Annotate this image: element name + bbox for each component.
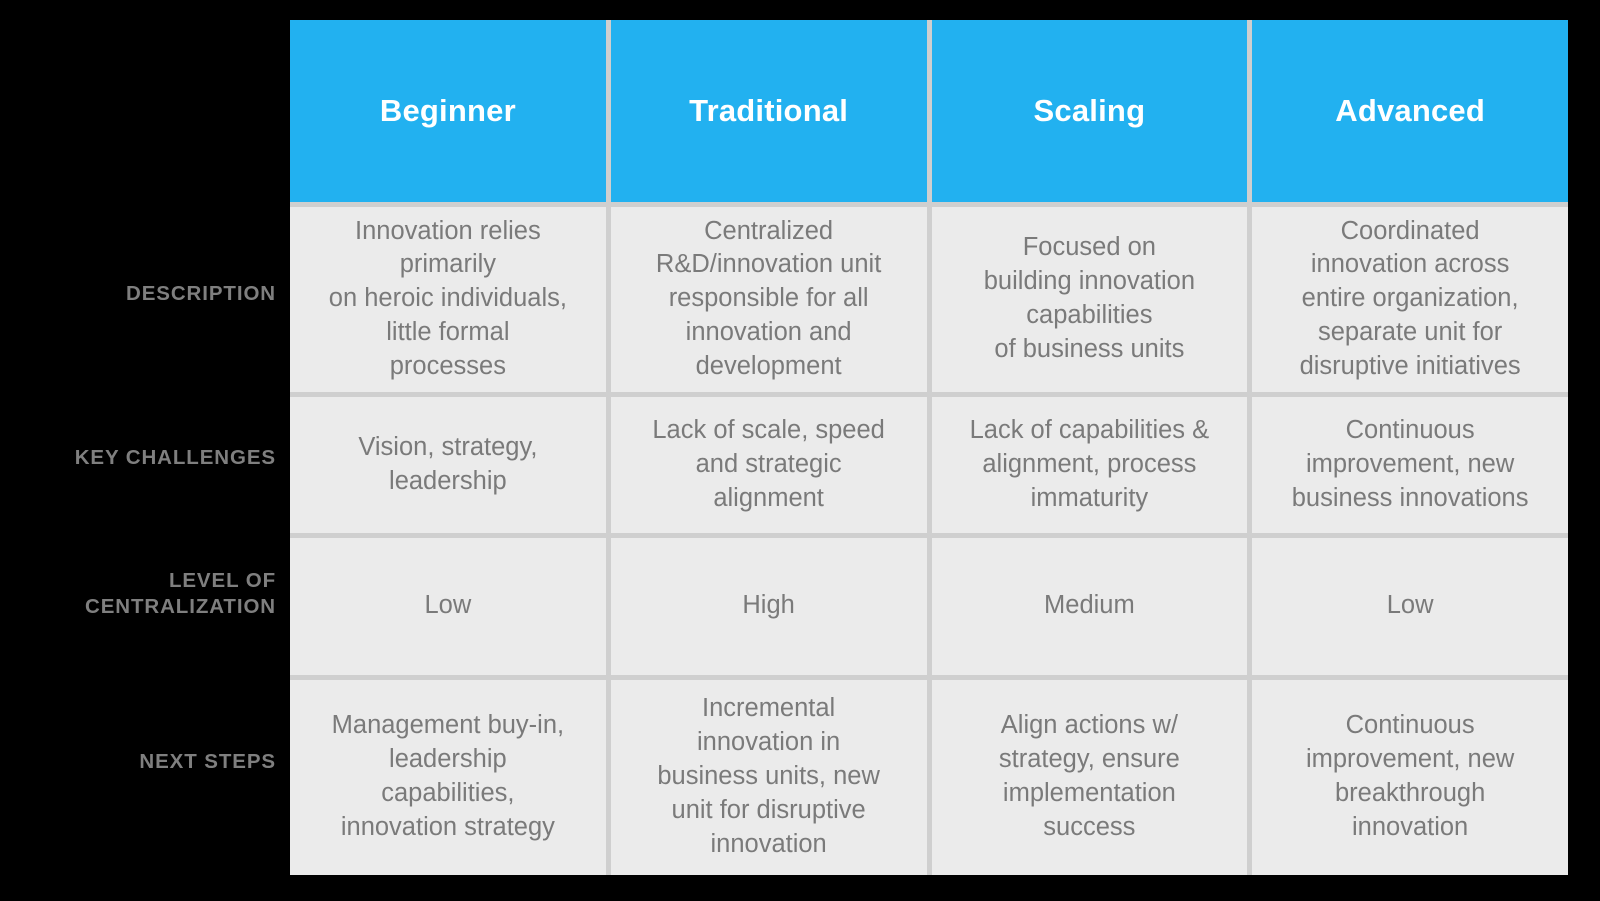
row-label-description: Description — [126, 282, 276, 305]
column-header-beginner[interactable]: Beginner — [290, 20, 606, 202]
cell-description-beginner: Innovation relies primarily on heroic in… — [290, 207, 606, 392]
cell-next-steps-beginner: Management buy-in, leadership capabiliti… — [290, 679, 606, 875]
cell-next-steps-traditional: Incremental innovation in business units… — [610, 679, 927, 875]
cell-level-of-centralization-traditional: High — [610, 537, 927, 675]
column-header-scaling[interactable]: Scaling — [931, 20, 1248, 202]
table-row: Innovation relies primarily on heroic in… — [290, 207, 1568, 392]
column-header-traditional[interactable]: Traditional — [610, 20, 927, 202]
table-row: Low High Medium Low — [290, 537, 1568, 675]
cell-level-of-centralization-scaling: Medium — [931, 537, 1248, 675]
cell-description-traditional: Centralized R&D/innovation unit responsi… — [610, 207, 927, 392]
column-header-advanced[interactable]: Advanced — [1252, 20, 1568, 202]
table-row: Vision, strategy, leadership Lack of sca… — [290, 396, 1568, 533]
cell-level-of-centralization-advanced: Low — [1252, 537, 1568, 675]
cell-key-challenges-traditional: Lack of scale, speed and strategic align… — [610, 396, 927, 533]
cell-key-challenges-scaling: Lack of capabilities & alignment, proces… — [931, 396, 1248, 533]
cell-description-advanced: Coordinated innovation across entire org… — [1252, 207, 1568, 392]
cell-next-steps-advanced: Continuous improvement, new breakthrough… — [1252, 679, 1568, 875]
row-label-key-challenges: Key Challenges — [74, 446, 276, 469]
matrix-table: Beginner Traditional Scaling Advanced In… — [290, 20, 1568, 875]
cell-description-scaling: Focused on building innovation capabilit… — [931, 207, 1248, 392]
table-header-row: Beginner Traditional Scaling Advanced — [290, 20, 1568, 202]
cell-next-steps-scaling: Align actions w/ strategy, ensure implem… — [931, 679, 1248, 875]
cell-key-challenges-advanced: Continuous improvement, new business inn… — [1252, 396, 1568, 533]
cell-key-challenges-beginner: Vision, strategy, leadership — [290, 396, 606, 533]
table-row: Management buy-in, leadership capabiliti… — [290, 679, 1568, 875]
cell-level-of-centralization-beginner: Low — [290, 537, 606, 675]
row-label-next-steps: Next Steps — [139, 750, 276, 773]
row-label-column: Description Key Challenges Level of Cent… — [0, 0, 290, 901]
row-label-level-of-centralization: Level of Centralization — [84, 569, 276, 619]
